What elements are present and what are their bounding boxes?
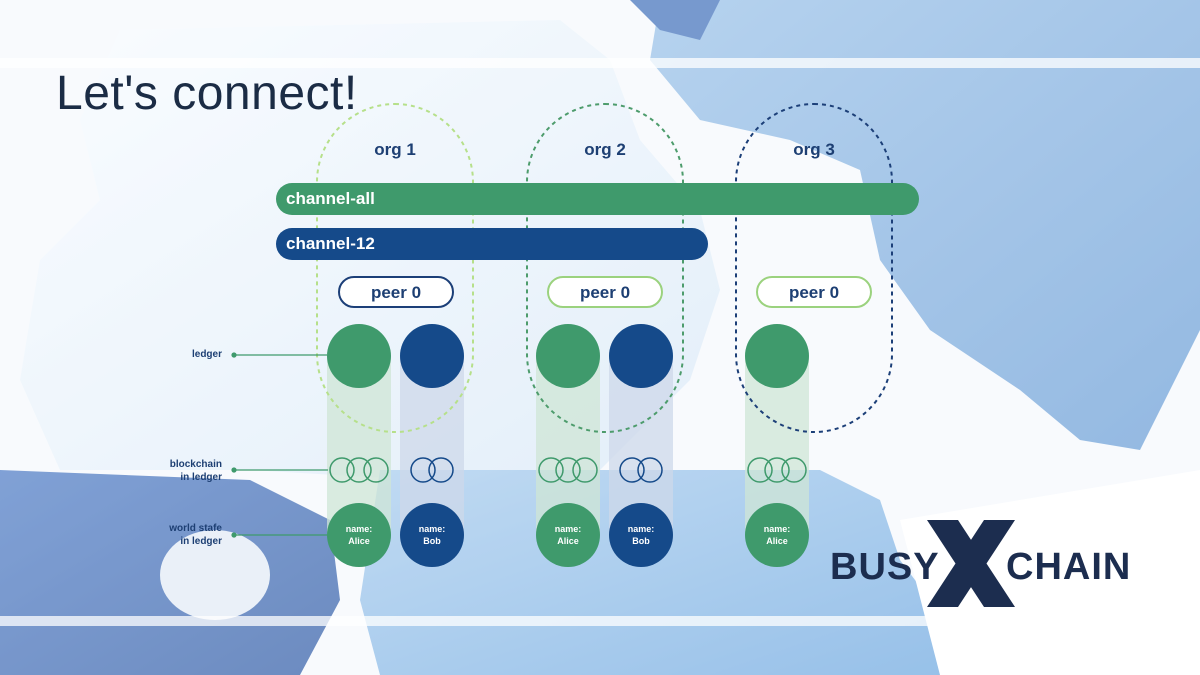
- world-state-text: name: Alice: [326, 523, 392, 547]
- peer-badge: peer 0: [547, 276, 663, 308]
- world-state-text: name: Alice: [535, 523, 601, 547]
- world-state-text: name: Bob: [608, 523, 674, 547]
- state-key: name:: [554, 524, 582, 534]
- ledger-circle: [745, 324, 809, 388]
- org-2-outline: [526, 103, 684, 433]
- state-value: Bob: [632, 536, 650, 546]
- channel-12-bar: channel-12: [276, 228, 708, 260]
- peer-badge: peer 0: [756, 276, 872, 308]
- blockchain-label: blockchain in ledger: [82, 458, 222, 484]
- ledger-circle: [400, 324, 464, 388]
- brand-name-right: CHAIN: [1006, 546, 1132, 588]
- ledger-circle: [536, 324, 600, 388]
- channel-all-bar: channel-all: [276, 183, 919, 215]
- state-key: name:: [627, 524, 655, 534]
- world-state-circle: [609, 503, 673, 567]
- blockchain-rings: [410, 457, 454, 483]
- world-state-circle: [400, 503, 464, 567]
- state-key: name:: [418, 524, 446, 534]
- world-state-label-line2: in ledger: [180, 536, 222, 547]
- org-label: org 1: [374, 140, 416, 159]
- world-state-text: name: Alice: [744, 523, 810, 547]
- org-3-outline: [735, 103, 893, 433]
- ledger-circle: [609, 324, 673, 388]
- world-state-text: name: Bob: [399, 523, 465, 547]
- state-value: Bob: [423, 536, 441, 546]
- page-title: Let's connect!: [56, 67, 358, 120]
- peer-badge: peer 0: [338, 276, 454, 308]
- blockchain-label-line1: blockchain: [169, 459, 222, 470]
- ledger-label: ledger: [82, 348, 222, 361]
- blockchain-rings: [747, 457, 807, 483]
- puzzle-piece-top-right: [650, 0, 1200, 450]
- state-value: Alice: [348, 536, 370, 546]
- blockchain-label-line2: in ledger: [180, 472, 222, 483]
- world-state-circle: [536, 503, 600, 567]
- org-label: org 2: [584, 140, 626, 159]
- blockchain-rings: [538, 457, 598, 483]
- world-state-circle: [327, 503, 391, 567]
- brand-name-left: BUSY: [830, 546, 940, 588]
- org-1-outline: [316, 103, 474, 433]
- ledger-circle: [327, 324, 391, 388]
- world-state-label-line1: world stafe: [169, 523, 222, 534]
- state-value: Alice: [557, 536, 579, 546]
- org-label: org 3: [793, 140, 835, 159]
- state-value: Alice: [766, 536, 788, 546]
- state-key: name:: [345, 524, 373, 534]
- state-key: name:: [763, 524, 791, 534]
- ledger-label-text: ledger: [191, 349, 222, 360]
- blockchain-rings: [329, 457, 389, 483]
- world-state-label: world stafe in ledger: [82, 522, 222, 548]
- blockchain-rings: [619, 457, 663, 483]
- brand-x-logo: [927, 520, 1015, 607]
- world-state-circle: [745, 503, 809, 567]
